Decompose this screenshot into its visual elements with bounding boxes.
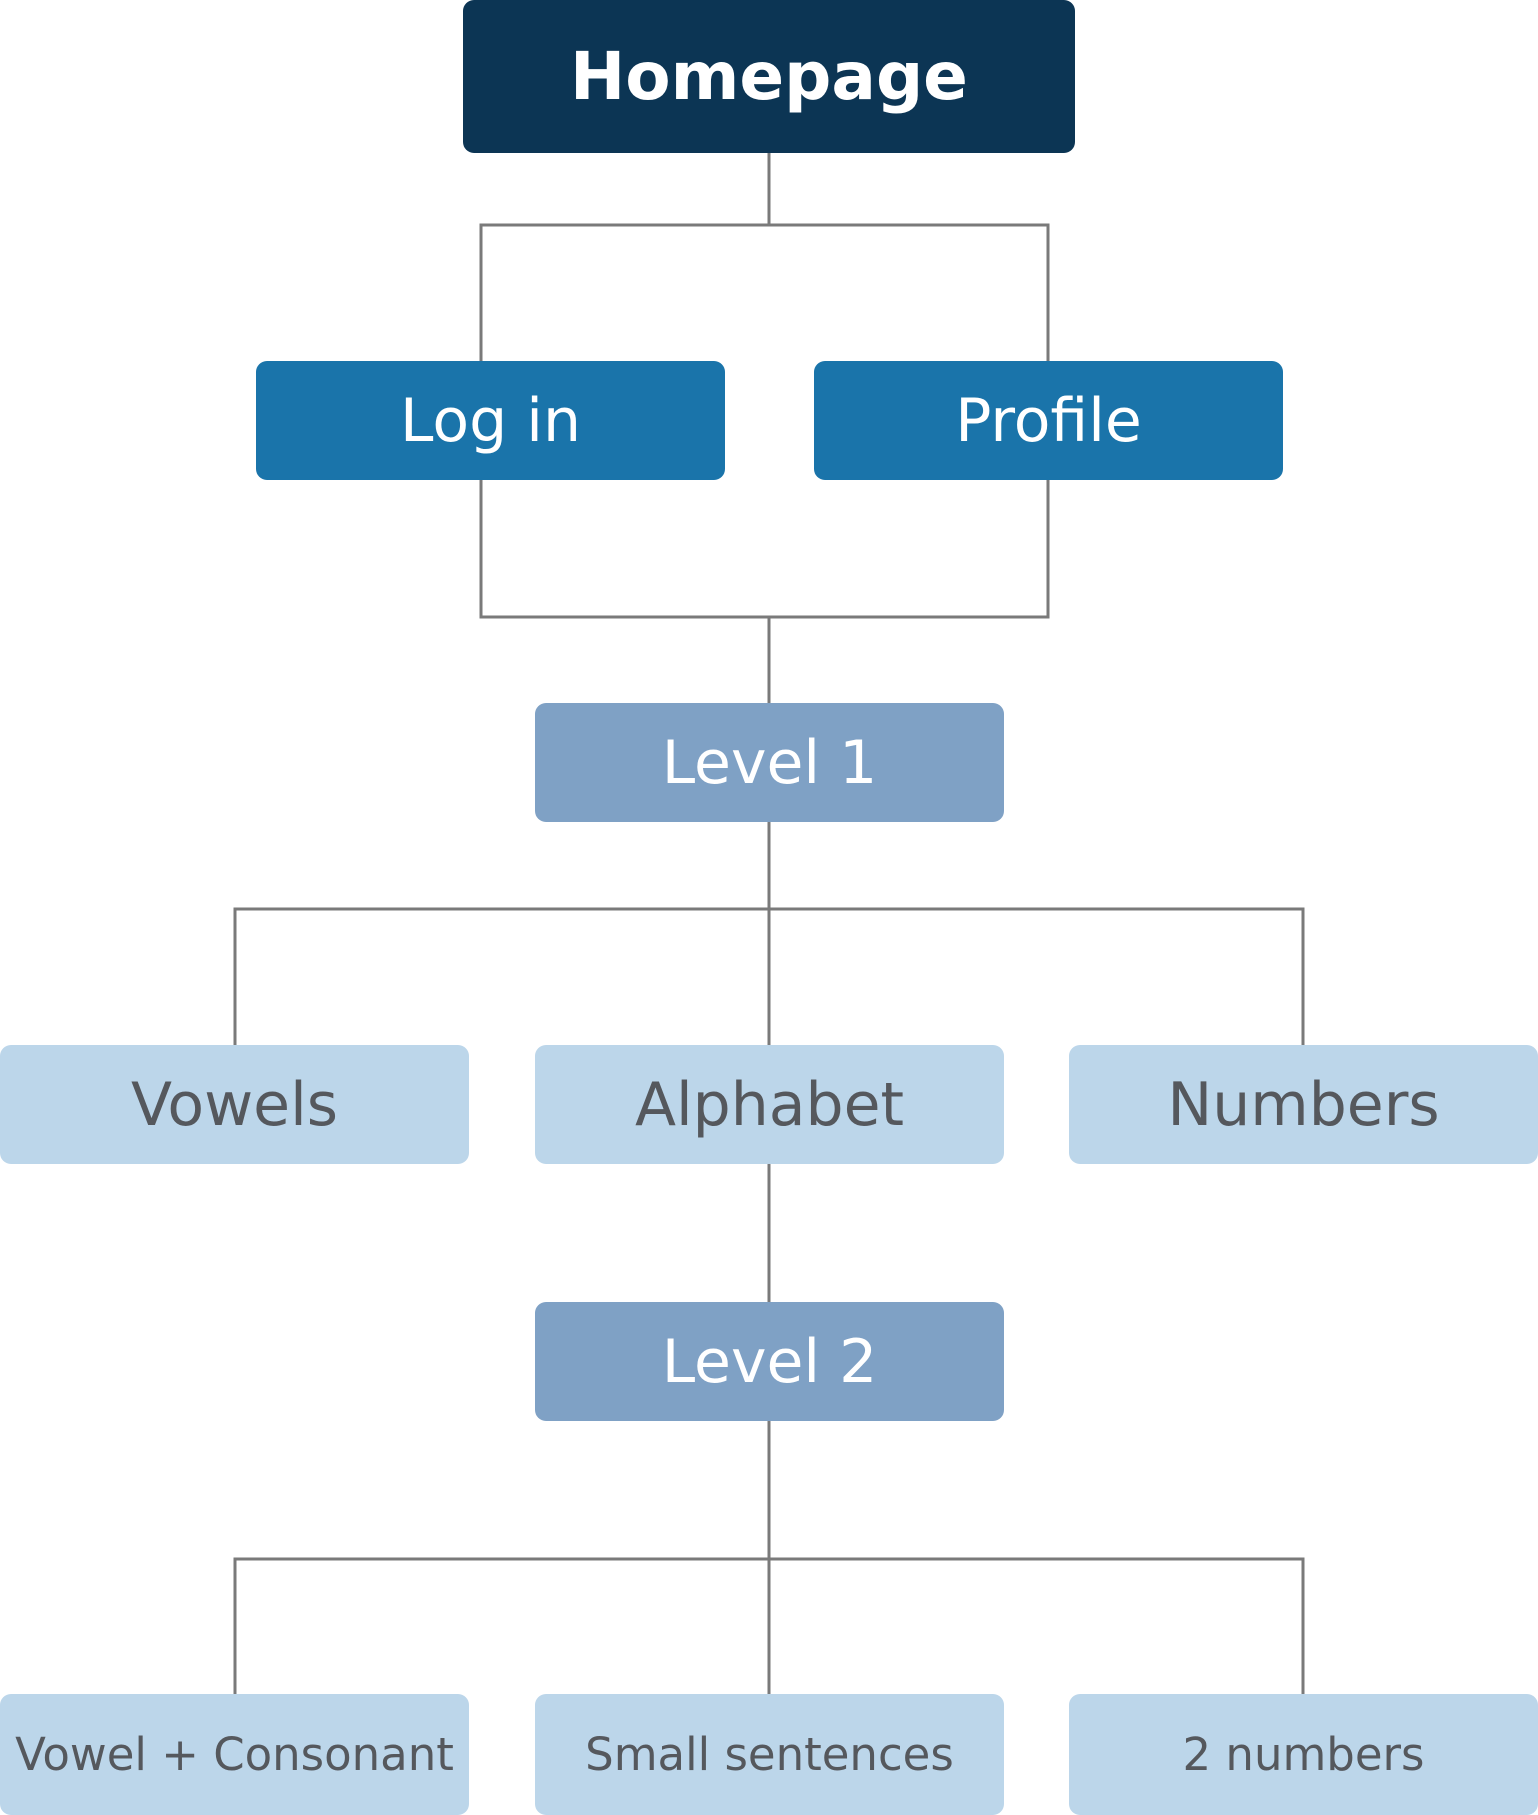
vowel-consonant-label: Vowel + Consonant: [15, 1728, 454, 1781]
numbers-label: Numbers: [1167, 1069, 1440, 1140]
profile-label: Profile: [955, 385, 1142, 456]
level-2-node: Level 2: [535, 1302, 1004, 1421]
homepage-node: Homepage: [463, 0, 1075, 153]
alphabet-node: Alphabet: [535, 1045, 1004, 1164]
two-numbers-node: 2 numbers: [1069, 1694, 1538, 1815]
vowel-consonant-node: Vowel + Consonant: [0, 1694, 469, 1815]
small-sentences-node: Small sentences: [535, 1694, 1004, 1815]
level-1-node: Level 1: [535, 703, 1004, 822]
vowels-node: Vowels: [0, 1045, 469, 1164]
small-sentences-label: Small sentences: [585, 1728, 954, 1781]
profile-node: Profile: [814, 361, 1283, 480]
login-label: Log in: [400, 385, 581, 456]
vowels-label: Vowels: [130, 1069, 338, 1140]
two-numbers-label: 2 numbers: [1182, 1728, 1425, 1781]
level-1-label: Level 1: [661, 727, 878, 798]
login-node: Log in: [256, 361, 725, 480]
level-2-label: Level 2: [661, 1326, 878, 1397]
alphabet-label: Alphabet: [634, 1069, 905, 1140]
homepage-label: Homepage: [570, 38, 968, 115]
numbers-node: Numbers: [1069, 1045, 1538, 1164]
